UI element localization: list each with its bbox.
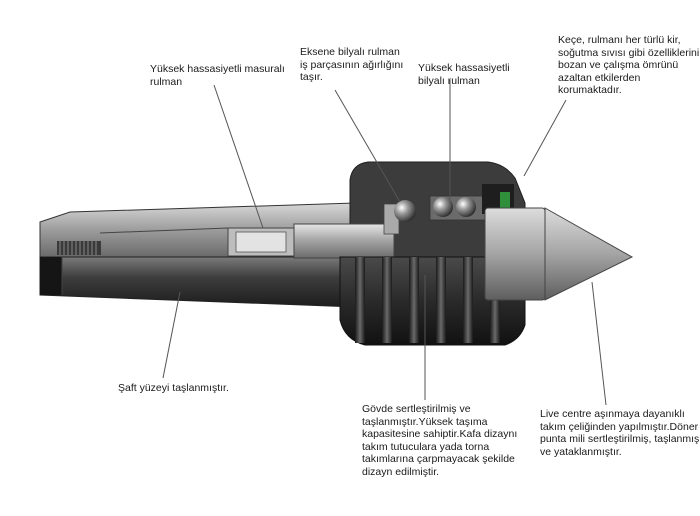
shaft-exterior [39, 256, 356, 308]
leader-axial [334, 89, 401, 203]
callout-shaft: Şaft yüzeyi taşlanmıştır. [118, 382, 229, 394]
callout-seal: Keçe, rulmanı her türlü kir, soğutma sıv… [558, 34, 700, 97]
bearing-balls [394, 197, 476, 222]
radial-ball-1 [433, 197, 453, 217]
leader-seal [523, 99, 567, 177]
callout-axial-bearing: Eksene bilyalı rulman iş parçasının ağır… [300, 46, 404, 84]
callout-tip: Live centre aşınmaya dayanıklı takım çel… [540, 408, 700, 458]
seal-green [500, 192, 510, 208]
callout-roller-bearing: Yüksek hassasiyetli masuralı rulman [150, 63, 285, 88]
leader-roller [213, 84, 264, 229]
body-ribbed-exterior [339, 256, 526, 346]
radial-ball-2 [456, 197, 476, 217]
callout-body: Gövde sertleştirilmiş ve taşlanmıştır.Yü… [362, 403, 518, 478]
live-tip [484, 207, 634, 301]
axial-ball [394, 200, 416, 222]
callout-ball-bearing: Yüksek hassasiyetli bilyalı rulman [418, 62, 510, 87]
leader-lines [162, 80, 607, 406]
leader-shaft [162, 291, 181, 379]
leader-tip [591, 281, 607, 406]
